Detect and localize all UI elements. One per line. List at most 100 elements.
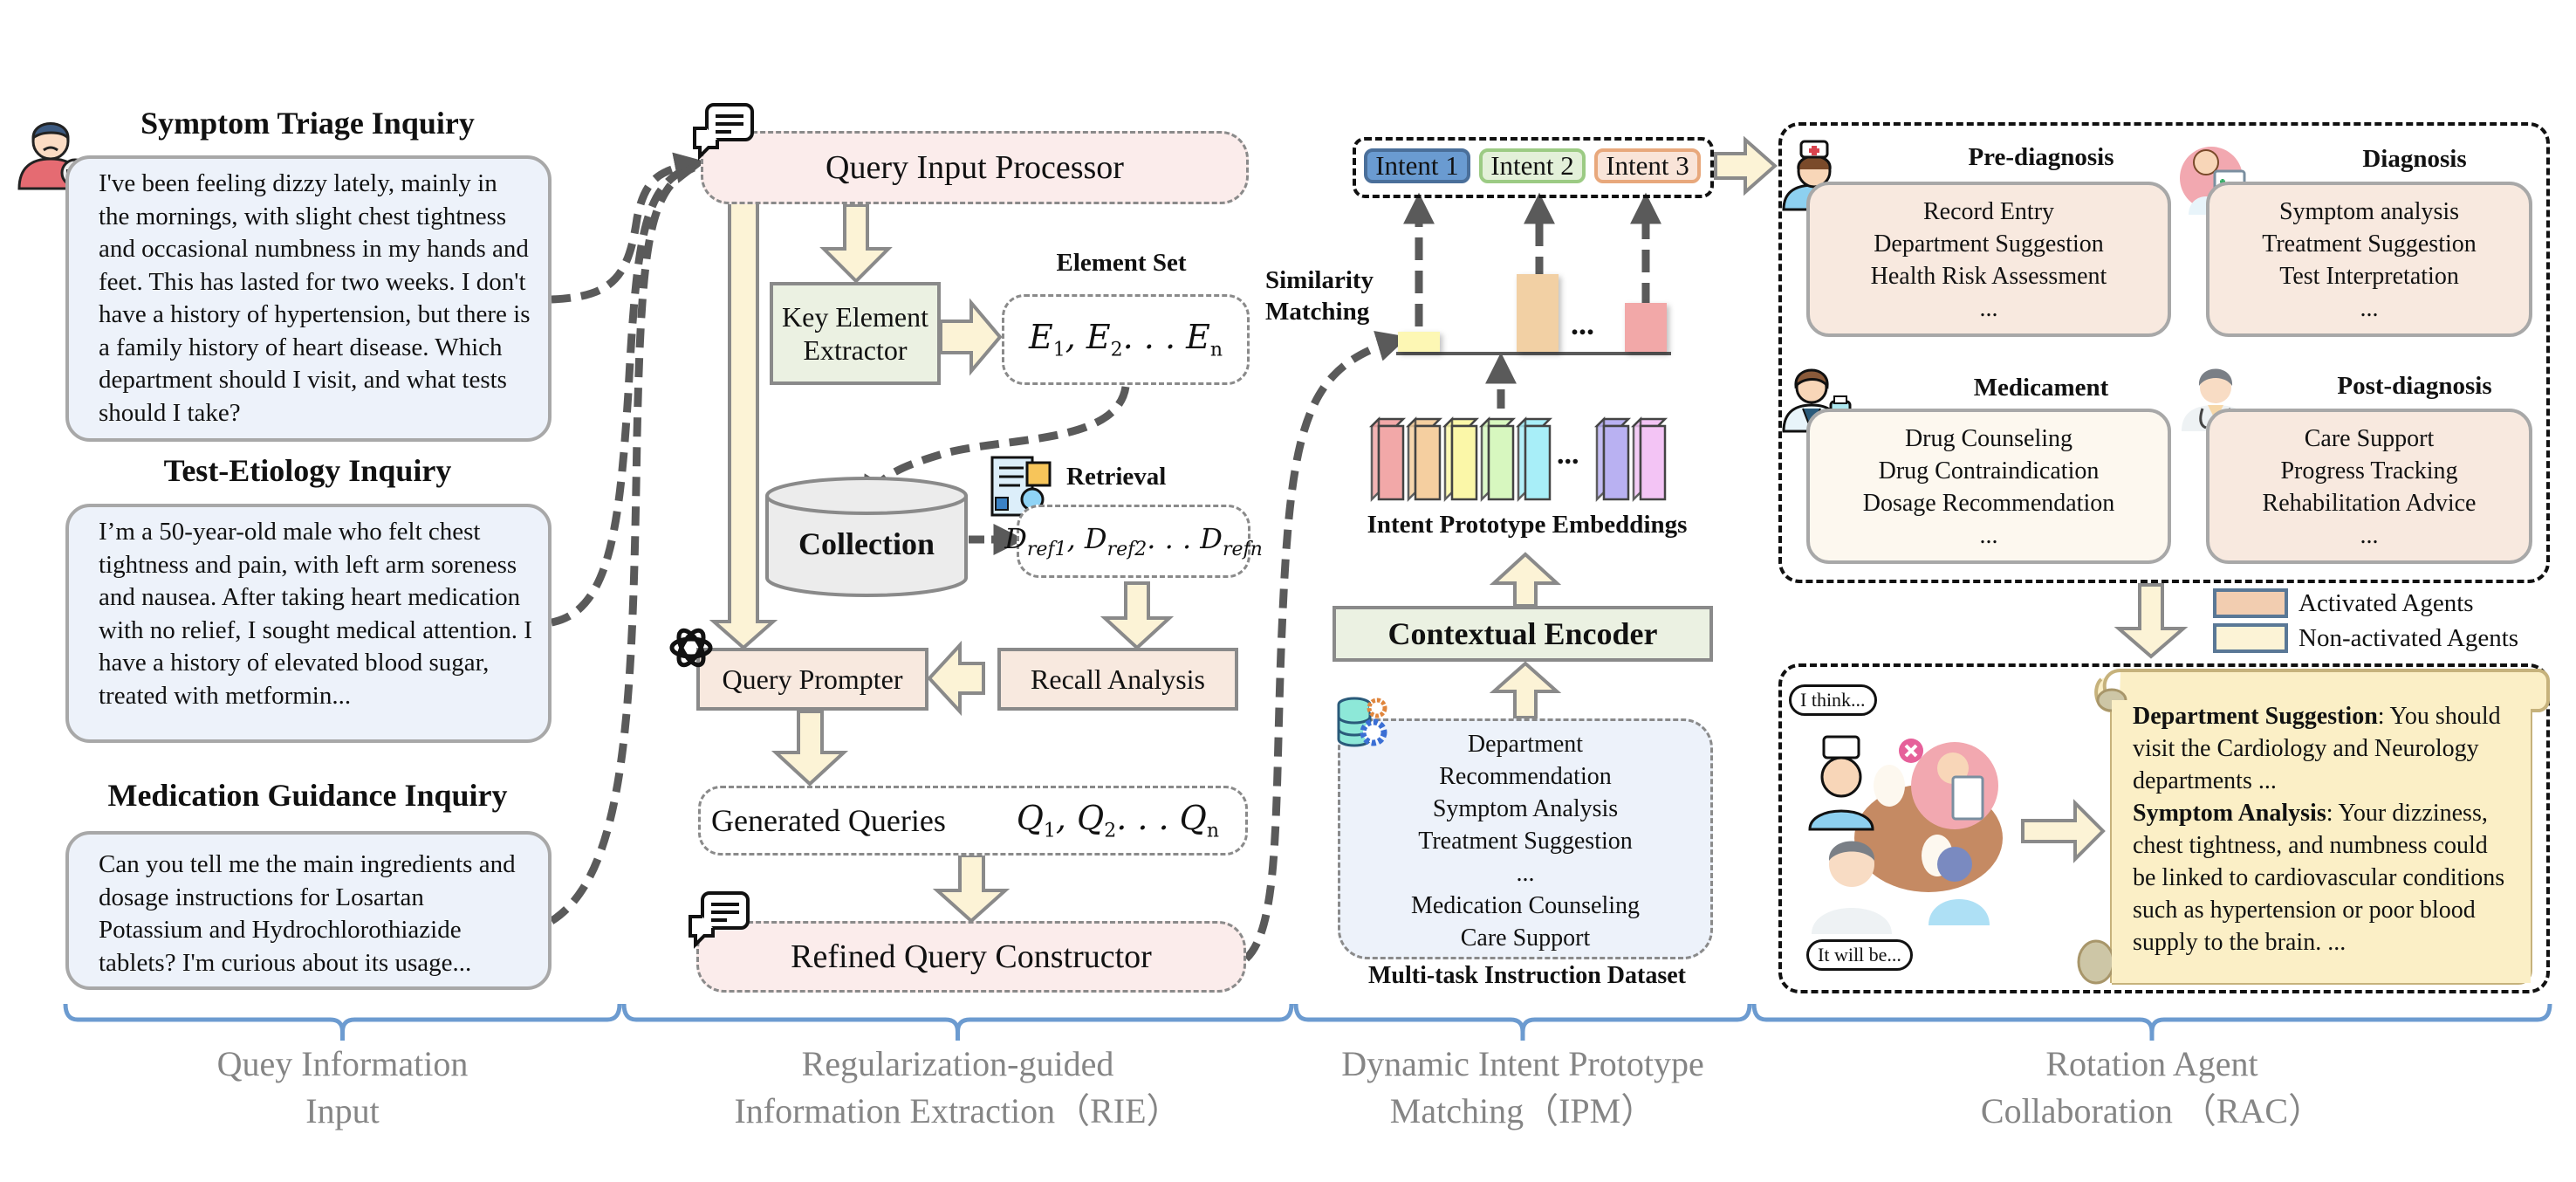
stage-label-line: Input (305, 1091, 380, 1130)
database-cylinder-icon (765, 477, 968, 597)
collection-label: Collection (798, 526, 935, 561)
generated-queries-box: Generated Queries Q1, Q2. . . Qn (698, 786, 1248, 856)
legend-swatch-activated (2213, 588, 2288, 618)
embedding-vector-2 (1405, 416, 1443, 503)
stage-brace-3 (1293, 1003, 1752, 1041)
embedding-vector-3 (1442, 416, 1480, 503)
arrow-dref-to-recall (1100, 581, 1175, 650)
embedding-vector-6 (1593, 416, 1632, 503)
intent-3[interactable]: Intent 3 (1594, 148, 1701, 183)
formula-term: En (1186, 318, 1223, 361)
legend: Activated Agents Non-activated Agents (2213, 587, 2518, 655)
scroll-icon (2077, 669, 2551, 985)
legend-label-activated: Activated Agents (2299, 588, 2474, 617)
input-query-test-etiology[interactable]: I’m a 50-year-old male who felt chest ti… (65, 504, 552, 743)
stage-label-line: Regularization-guided (801, 1044, 1114, 1083)
input-query-medication-guidance[interactable]: Can you tell me the main ingredients and… (65, 831, 552, 990)
similarity-ellipsis: ... (1571, 306, 1594, 341)
contextual-encoder[interactable]: Contextual Encoder (1333, 606, 1713, 662)
agent-task: Record Entry (1922, 198, 2055, 225)
openai-logo-icon (665, 622, 717, 674)
key-element-extractor[interactable]: Key Element Extractor (770, 282, 941, 385)
formula-term: Qn (1179, 799, 1219, 842)
chat-icon (689, 102, 761, 163)
stage-label-line: Rotation Agent (2045, 1044, 2258, 1083)
stage-braces (63, 1003, 2552, 1041)
agent-pool (1778, 122, 2550, 583)
arrow-qip-to-extractor (819, 203, 893, 284)
formula-term: Q2 (1077, 799, 1117, 842)
agent-task: Symptom analysis (2278, 198, 2460, 225)
contextual-encoder-label: Contextual Encoder (1387, 616, 1658, 651)
agent-task: ... (2360, 295, 2379, 322)
agent-task: ... (1979, 522, 1998, 549)
formula-term: Dref2 (1084, 522, 1148, 560)
agent-title-medicament: Medicament (1973, 374, 2109, 402)
dataset-item: Symptom Analysis (1432, 795, 1619, 822)
intent-1[interactable]: Intent 1 (1364, 148, 1470, 183)
intent-row: Intent 1 Intent 2 Intent 3 (1364, 148, 1701, 183)
intent-2[interactable]: Intent 2 (1479, 148, 1586, 183)
result-body: : You should visit the Cardiology and Ne… (2133, 703, 2501, 794)
query-input-processor[interactable]: Query Input Processor (701, 131, 1249, 204)
agent-task: Dosage Recommendation (1862, 490, 2115, 517)
dataset-item: Department (1467, 731, 1584, 758)
generated-queries-formula: Q1, Q2. . . Qn (1016, 799, 1219, 842)
arrow-intents-to-agents (1714, 135, 1778, 196)
query-prompter[interactable]: Query Prompter (696, 648, 928, 711)
agent-task: ... (1979, 295, 1998, 322)
agent-task: ... (2360, 522, 2379, 549)
dataset-item: Medication Counseling (1410, 892, 1641, 919)
agent-task: Drug Counseling (1904, 425, 2073, 452)
element-set-label: Element Set (1056, 249, 1187, 277)
legend-label-non-activated: Non-activated Agents (2299, 623, 2519, 652)
similarity-bar-1 (1398, 332, 1440, 352)
retrieval-label: Retrieval (1066, 463, 1167, 491)
stage-brace-2 (621, 1003, 1294, 1041)
formula-term: E1 (1028, 318, 1065, 361)
result-heading: Department Suggestion (2133, 703, 2378, 730)
refined-query-constructor[interactable]: Refined Query Constructor (696, 921, 1246, 993)
retrieved-docs-box: Dref1, Dref2. . . Drefn (1004, 505, 1263, 578)
stage-label-line: Information Extraction（RIE） (734, 1091, 1182, 1130)
legend-activated: Activated Agents (2213, 587, 2518, 620)
result-text: Department Suggestion: You should visit … (2133, 700, 2508, 959)
key-element-extractor-label: Key Element Extractor (782, 301, 928, 366)
collection-database[interactable]: Collection (765, 477, 968, 599)
result-scroll: Department Suggestion: You should visit … (2077, 665, 2552, 995)
speech-bubble-will-be: It will be... (1806, 939, 1913, 971)
embedding-vector-7 (1630, 416, 1668, 503)
intent-prototype-embeddings: ... (1368, 416, 1693, 503)
formula-term: Drefn (1200, 522, 1263, 560)
agent-task: Rehabilitation Advice (2262, 490, 2477, 517)
flow-input1-to-qip (551, 152, 707, 304)
arrow-collab-to-output (2021, 799, 2106, 863)
flow-input2-to-qip (551, 161, 695, 627)
speech-bubble-think: I think... (1789, 684, 1877, 716)
embedding-vector-1 (1368, 416, 1407, 503)
input-title-medication-guidance: Medication Guidance Inquiry (107, 778, 508, 813)
input-title-symptom-triage: Symptom Triage Inquiry (140, 106, 475, 141)
arrow-generated-to-refined (932, 854, 1011, 924)
refined-query-constructor-label: Refined Query Constructor (791, 938, 1152, 975)
legend-non-activated: Non-activated Agents (2213, 622, 2518, 655)
recall-analysis[interactable]: Recall Analysis (997, 648, 1238, 711)
agent-task: Care Support (2304, 425, 2435, 452)
result-body: : Your dizziness, chest tightness, and n… (2133, 800, 2505, 956)
dataset-label: Multi-task Instruction Dataset (1368, 962, 1686, 989)
element-set-box: E1, E2. . . En (1002, 294, 1250, 385)
retrieved-docs-formula: Dref1, Dref2. . . Drefn (1004, 522, 1263, 560)
arrow-dataset-to-encoder (1489, 661, 1562, 719)
input-query-symptom-triage[interactable]: I've been feeling dizzy lately, mainly i… (65, 155, 552, 442)
dataset-item: Treatment Suggestion (1418, 828, 1633, 855)
formula-term: Q1 (1016, 799, 1056, 842)
agent-task: Health Risk Assessment (1870, 263, 2107, 290)
